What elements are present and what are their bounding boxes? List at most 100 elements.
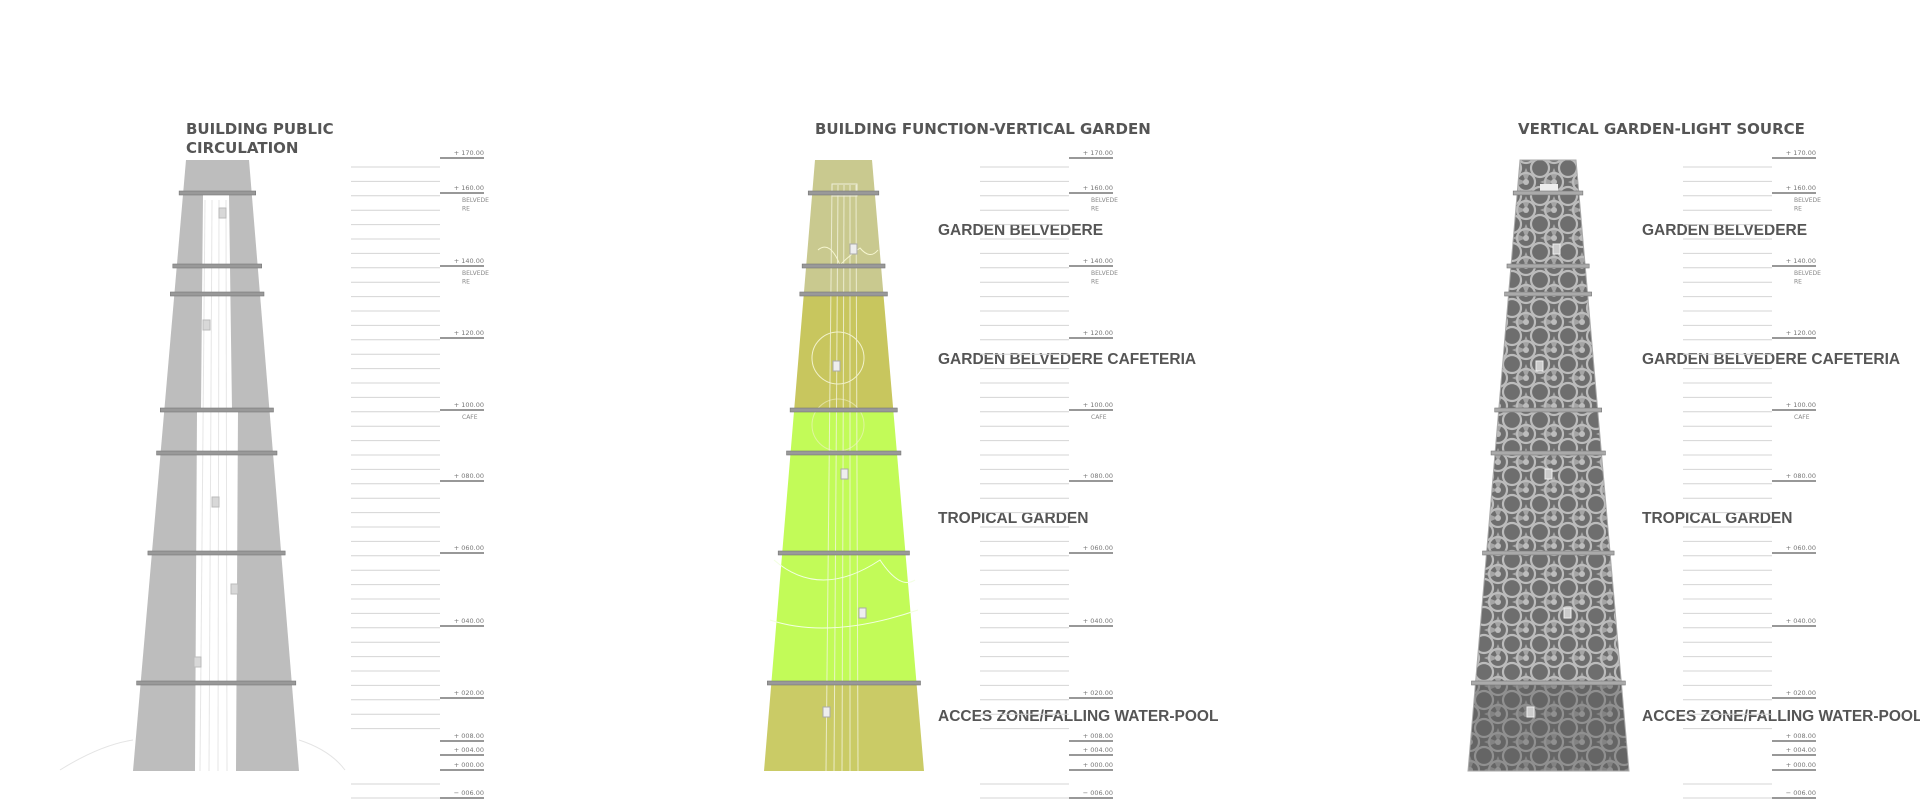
level-note: RE <box>462 279 470 286</box>
floor-slab <box>160 407 274 413</box>
floor-slab <box>1512 190 1584 196</box>
level-note: BELVEDE <box>462 270 489 277</box>
level-label: + 170.00 <box>1786 149 1816 157</box>
level-label: + 100.00 <box>1786 401 1816 409</box>
roof-frame <box>1540 184 1558 192</box>
level-label: − 006.00 <box>1786 789 1816 797</box>
level-label: + 140.00 <box>454 257 484 265</box>
elevator-cabin <box>1552 243 1561 255</box>
level-label: + 060.00 <box>1083 544 1113 552</box>
level-note: CAFE <box>1794 414 1810 421</box>
garden-circle <box>811 331 865 385</box>
floor-slab <box>172 263 262 269</box>
floor-slab <box>1471 680 1626 686</box>
level-note: BELVEDE <box>1794 270 1821 277</box>
level-label: + 004.00 <box>1786 746 1816 754</box>
level-note: RE <box>1794 279 1802 286</box>
level-label: + 040.00 <box>1083 617 1113 625</box>
section-label-garden-belvedere: GARDEN BELVEDERE <box>938 222 1104 239</box>
floor-slab <box>786 450 902 456</box>
shaft-line <box>833 184 839 772</box>
level-note: CAFE <box>1091 414 1107 421</box>
circulation-shaft <box>195 195 238 771</box>
level-label: + 000.00 <box>454 761 484 769</box>
level-label: + 080.00 <box>1083 472 1113 480</box>
title-line: BUILDING FUNCTION-VERTICAL GARDEN <box>815 120 1151 138</box>
level-label: + 008.00 <box>1786 732 1816 740</box>
contour-line <box>817 246 879 266</box>
level-label: + 004.00 <box>1083 746 1113 754</box>
lattice-facade <box>1468 160 1629 771</box>
level-label: + 000.00 <box>1786 761 1816 769</box>
floor-slab <box>1504 291 1592 297</box>
tower-outline <box>1467 159 1630 772</box>
elevator-cabin <box>858 607 867 619</box>
acces-zone <box>764 683 924 771</box>
title-line: BUILDING PUBLIC <box>186 120 334 138</box>
level-label: + 170.00 <box>1083 149 1113 157</box>
level-label: + 008.00 <box>454 732 484 740</box>
contour-line <box>769 559 919 629</box>
level-label: + 170.00 <box>454 149 484 157</box>
roof-frame <box>831 183 858 197</box>
level-label: + 160.00 <box>1083 184 1113 192</box>
elevator-cabin <box>1563 607 1572 619</box>
elevator-cabin <box>230 583 239 595</box>
floor-slab <box>801 263 886 269</box>
tower-light <box>1467 159 1630 772</box>
level-label: + 100.00 <box>1083 401 1113 409</box>
level-label: − 006.00 <box>1083 789 1113 797</box>
elevator-cabin <box>832 360 841 372</box>
level-label: + 008.00 <box>1083 732 1113 740</box>
level-label: + 120.00 <box>1083 329 1113 337</box>
level-note: BELVEDE <box>1794 197 1821 204</box>
level-note: CAFE <box>462 414 478 421</box>
floor-slab <box>777 550 910 556</box>
panel-title-circulation: BUILDING PUBLIC CIRCULATION <box>186 120 334 158</box>
level-note: BELVEDE <box>462 197 489 204</box>
panel-title-light-source: VERTICAL GARDEN-LIGHT SOURCE <box>1518 120 1805 139</box>
elevator-cabin <box>1544 468 1553 480</box>
section-label-cafeteria: GARDEN BELVEDERE CAFETERIA <box>938 351 1197 368</box>
title-line: VERTICAL GARDEN-LIGHT SOURCE <box>1518 120 1805 138</box>
level-label: + 020.00 <box>1786 689 1816 697</box>
level-label: + 040.00 <box>1786 617 1816 625</box>
level-label: + 160.00 <box>454 184 484 192</box>
floor-slab <box>767 680 921 686</box>
elevator-cabin <box>218 207 227 219</box>
panel-title-vertical-garden: BUILDING FUNCTION-VERTICAL GARDEN <box>815 120 1151 139</box>
tropical-garden-zone <box>771 410 917 683</box>
title-line: CIRCULATION <box>186 139 299 157</box>
level-label: + 060.00 <box>1786 544 1816 552</box>
level-label: − 006.00 <box>454 789 484 797</box>
level-label: + 120.00 <box>454 329 484 337</box>
level-label: + 160.00 <box>1786 184 1816 192</box>
level-label: + 020.00 <box>454 689 484 697</box>
level-label: + 040.00 <box>454 617 484 625</box>
section-label-tropical-garden: TROPICAL GARDEN <box>1642 510 1793 527</box>
section-label-cafeteria: GARDEN BELVEDERE CAFETERIA <box>1642 351 1901 368</box>
level-note: RE <box>462 206 470 213</box>
elevator-cabin <box>1526 706 1535 718</box>
level-label: + 120.00 <box>1786 329 1816 337</box>
floor-slab <box>1490 450 1606 456</box>
elevator-cabin <box>840 468 849 480</box>
level-label: + 100.00 <box>454 401 484 409</box>
shaft-line <box>825 184 833 772</box>
level-note: RE <box>1794 206 1802 213</box>
section-label-garden-belvedere: GARDEN BELVEDERE <box>1642 222 1808 239</box>
floor-slab <box>147 550 286 556</box>
elevator-cabin <box>849 243 858 255</box>
level-label: + 060.00 <box>454 544 484 552</box>
level-note: RE <box>1091 279 1099 286</box>
elevator-cabin <box>202 319 211 331</box>
floor-slab <box>1506 263 1590 269</box>
elevator-cabin <box>822 706 831 718</box>
section-label-acces-zone: ACCES ZONE/FALLING WATER-POOL <box>938 708 1219 725</box>
level-label: + 080.00 <box>454 472 484 480</box>
section-label-tropical-garden: TROPICAL GARDEN <box>938 510 1089 527</box>
